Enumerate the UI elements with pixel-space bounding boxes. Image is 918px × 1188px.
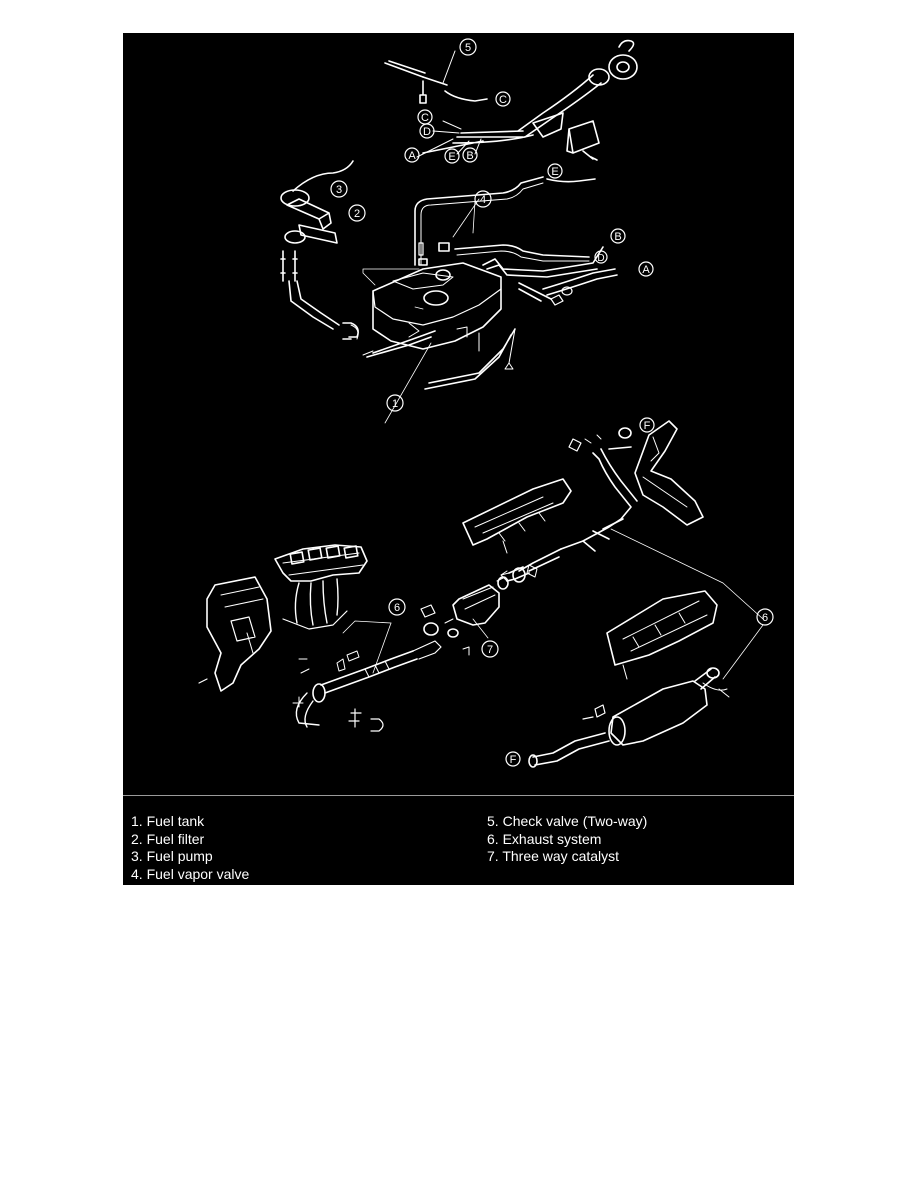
callout-c-top: C (495, 91, 511, 107)
feed-lines (288, 280, 340, 330)
vapor-line-to-e (414, 176, 544, 266)
svg-text:4: 4 (480, 194, 486, 206)
legend-item: 5. Check valve (Two-way) (487, 813, 648, 829)
callout-c-mid: C (417, 109, 433, 125)
legend-item: 4. Fuel vapor valve (131, 865, 250, 882)
svg-text:D: D (597, 253, 604, 264)
tail-pipe (532, 732, 610, 766)
callout-d-top: D (419, 123, 435, 139)
callouts: 5 C C D A E B E 3 2 4 B D A 1 F 6 6 7 F (330, 38, 774, 767)
svg-text:D: D (423, 126, 431, 138)
callout-2: 2 (348, 204, 366, 222)
svg-text:A: A (642, 264, 650, 276)
svg-text:6: 6 (394, 602, 400, 614)
heat-shield-upper (462, 478, 572, 546)
legend-divider (123, 795, 794, 796)
callout-f-bottom: F (505, 751, 521, 767)
svg-text:C: C (499, 94, 507, 106)
svg-text:B: B (614, 231, 621, 243)
callout-f-top: F (639, 417, 655, 433)
pipe-flange-f (618, 427, 632, 439)
vapor-line-to-d (454, 244, 590, 258)
svg-text:E: E (551, 166, 558, 178)
legend-item: 3. Fuel pump (131, 848, 213, 864)
tank-strap-right (424, 328, 516, 390)
filler-neck (517, 74, 602, 138)
tank-gasket (284, 230, 306, 244)
callout-1: 1 (386, 394, 404, 412)
legend-item: 7. Three way catalyst (487, 848, 620, 864)
svg-text:5: 5 (465, 42, 471, 54)
filler-bracket (566, 120, 600, 154)
return-line (518, 282, 552, 302)
callout-d-right: D (594, 250, 608, 264)
callout-7: 7 (481, 640, 499, 658)
callout-a-top: A (404, 147, 420, 163)
check-valve-body (422, 76, 448, 86)
callout-a-right: A (638, 261, 654, 277)
resonator (582, 518, 624, 552)
callout-6-left: 6 (388, 598, 406, 616)
legend-column-left: 1. Fuel tank 2. Fuel filter 3. Fuel pump… (131, 813, 249, 883)
tank-pump-opening (423, 290, 449, 306)
callout-b-right: B (610, 228, 626, 244)
legend-item: 6. Exhaust system (487, 830, 602, 847)
diagram-figure: 5 C C D A E B E 3 2 4 B D A 1 F 6 6 7 F … (123, 33, 794, 885)
callout-6-right: 6 (756, 608, 774, 626)
callout-3: 3 (330, 180, 348, 198)
callout-4: 4 (474, 190, 492, 208)
manifold-heat-shield (206, 576, 272, 692)
callout-e-right: E (547, 163, 563, 179)
svg-text:2: 2 (354, 208, 360, 220)
vapor-hose-e (546, 178, 596, 183)
vent-pipes (422, 130, 534, 154)
callout-b-top: B (462, 147, 478, 163)
legend-item: 2. Fuel filter (131, 830, 205, 847)
svg-text:6: 6 (762, 612, 768, 624)
front-bracket (634, 420, 704, 526)
u-bend (342, 322, 359, 340)
exploded-parts-diagram: 5 C C D A E B E 3 2 4 B D A 1 F 6 6 7 F (198, 38, 774, 768)
filler-cap (608, 54, 638, 80)
svg-text:3: 3 (336, 184, 342, 196)
hose-to-c (444, 90, 488, 102)
vapor-valve-2 (438, 242, 450, 252)
fuel-pump (286, 198, 332, 230)
heat-shield-rear (606, 590, 718, 666)
callout-e-top: E (444, 148, 460, 164)
svg-text:F: F (644, 420, 651, 432)
legend-column-right: 5. Check valve (Two-way) 6. Exhaust syst… (487, 813, 647, 866)
callout-5: 5 (459, 38, 477, 56)
svg-text:F: F (510, 754, 517, 766)
hose-a (542, 268, 618, 296)
pump-outlet-pipes (280, 250, 298, 282)
pump-flange (280, 189, 310, 207)
three-way-catalyst (452, 584, 500, 626)
vent-hose-lower (419, 80, 427, 104)
tank-strap-left (366, 330, 436, 358)
center-pipe (518, 548, 562, 572)
svg-text:E: E (448, 151, 455, 163)
parts-legend: 1. Fuel tank 2. Fuel filter 3. Fuel pump… (123, 813, 794, 883)
flex-pipe (320, 650, 418, 694)
muffler (610, 680, 708, 746)
vapor-valve-1 (418, 258, 428, 266)
svg-text:B: B (466, 150, 473, 162)
legend-item: 1. Fuel tank (131, 813, 205, 829)
fuel-system-group (280, 39, 638, 424)
lines-to-b (482, 246, 604, 278)
fuel-tank (372, 262, 502, 350)
svg-text:C: C (421, 112, 429, 124)
pump-wires (292, 160, 354, 192)
svg-text:7: 7 (487, 644, 493, 656)
vent-hose (384, 60, 426, 78)
exhaust-system-group (198, 420, 764, 768)
exhaust-manifold (274, 544, 368, 582)
svg-text:A: A (408, 150, 416, 162)
svg-text:1: 1 (392, 398, 398, 410)
filler-ring (588, 68, 610, 86)
